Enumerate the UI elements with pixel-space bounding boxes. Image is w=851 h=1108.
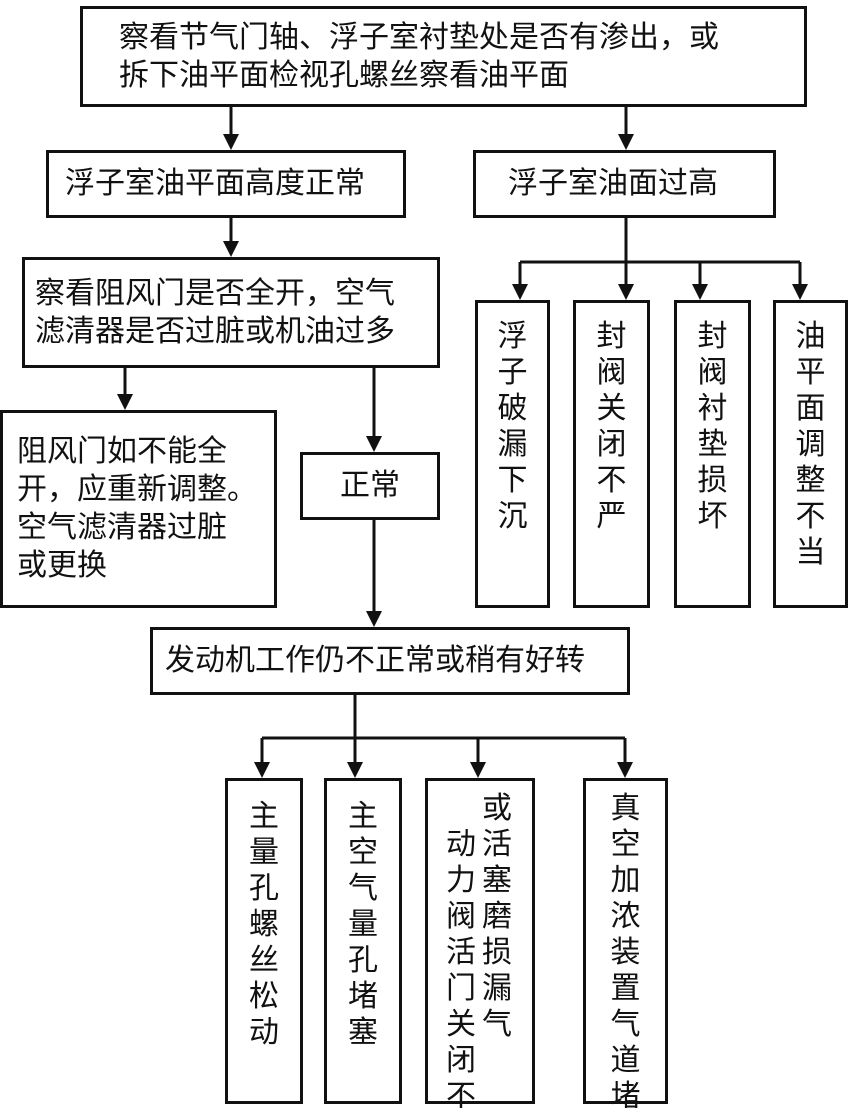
node-level-adjust-improper: 油平面调整不当 xyxy=(773,300,848,608)
arrowhead xyxy=(117,394,133,410)
node-vacuum-passage-blocked-text: 真空加浓装置气道堵塞 xyxy=(610,791,641,1108)
node-still-abnormal: 发动机工作仍不正常或稍有好转 xyxy=(150,627,630,695)
node-level-adjust-improper-text: 油平面调整不当 xyxy=(795,319,826,570)
node-fix-choke: 阻风门如不能全 开，应重新调整。 空气滤清器过脏 或更换 xyxy=(0,410,277,608)
node-level-normal: 浮子室油平面高度正常 xyxy=(46,150,406,218)
node-float-broken: 浮子破漏下沉 xyxy=(475,300,550,608)
arrowhead xyxy=(618,284,634,300)
arrowhead xyxy=(618,134,634,150)
node-valve-gasket-damaged: 封阀衬垫损坏 xyxy=(674,300,751,608)
node-valve-not-closed: 封阀关闭不严 xyxy=(573,300,650,608)
arrowhead xyxy=(792,284,808,300)
node-vacuum-passage-blocked: 真空加浓装置气道堵塞 xyxy=(583,778,668,1108)
arrowhead xyxy=(347,762,363,778)
node-main-jet-loose: 主量孔螺丝松动 xyxy=(225,778,303,1104)
node-main-air-jet-blocked-text: 主空气量孔堵塞 xyxy=(348,799,378,1050)
node-main-air-jet-blocked: 主空气量孔堵塞 xyxy=(324,778,402,1104)
node-valve-not-closed-text: 封阀关闭不严 xyxy=(596,319,627,534)
node-normal: 正常 xyxy=(300,452,440,520)
node-still-abnormal-text: 发动机工作仍不正常或稍有好转 xyxy=(165,643,585,678)
node-normal-text: 正常 xyxy=(340,468,400,503)
node-level-high-text: 浮子室油面过高 xyxy=(508,166,718,201)
node-level-high: 浮子室油面过高 xyxy=(473,150,776,218)
node-check-choke-text: 察看阻风门是否全开，空气 滤清器是否过脏或机油过多 xyxy=(35,275,395,349)
arrowhead xyxy=(692,284,708,300)
node-power-valve-col2: 动力阀活门关闭不严 xyxy=(446,827,476,1108)
arrowhead xyxy=(254,762,270,778)
node-check-leak-text: 察看节气门轴、浮子室衬垫处是否有渗出，或 拆下油平面检视孔螺丝察看油平面 xyxy=(119,19,719,93)
arrowhead xyxy=(366,436,382,452)
node-float-broken-text: 浮子破漏下沉 xyxy=(497,319,528,534)
node-level-normal-text: 浮子室油平面高度正常 xyxy=(65,166,365,201)
node-fix-choke-text: 阻风门如不能全 开，应重新调整。 空气滤清器过脏 或更换 xyxy=(17,434,257,583)
node-check-choke: 察看阻风门是否全开，空气 滤清器是否过脏或机油过多 xyxy=(22,257,440,368)
node-power-valve-col1: 或活塞磨损漏气 xyxy=(482,791,512,1042)
arrowhead xyxy=(366,611,382,627)
arrowhead xyxy=(512,284,528,300)
node-check-leak: 察看节气门轴、浮子室衬垫处是否有渗出，或 拆下油平面检视孔螺丝察看油平面 xyxy=(80,6,807,107)
arrowhead xyxy=(617,762,633,778)
node-main-jet-loose-text: 主量孔螺丝松动 xyxy=(249,799,279,1050)
arrowhead xyxy=(223,134,239,150)
node-power-valve: 或活塞磨损漏气 动力阀活门关闭不严 xyxy=(425,778,535,1108)
node-valve-gasket-damaged-text: 封阀衬垫损坏 xyxy=(697,319,728,534)
arrowhead xyxy=(470,762,486,778)
arrowhead xyxy=(223,241,239,257)
